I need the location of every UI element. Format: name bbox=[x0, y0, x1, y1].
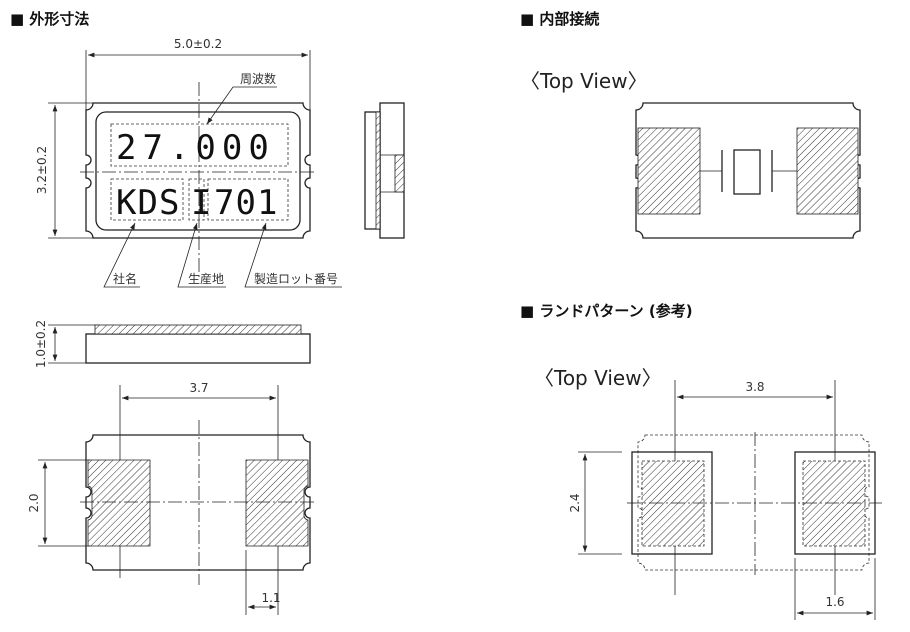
land-pitch-dim: 3.8 bbox=[745, 380, 764, 394]
marking-lot: 701 bbox=[214, 183, 278, 223]
package-outline bbox=[85, 102, 311, 239]
label-origin: 生産地 bbox=[188, 271, 224, 286]
frequency-box bbox=[110, 123, 289, 167]
section-title-land: ■ ランドパターン (参考) bbox=[520, 302, 693, 320]
land-view-label: 〈Top View〉 bbox=[534, 366, 662, 390]
package-bottom-view: 3.7 2.0 1.1 bbox=[27, 381, 316, 615]
terminal-right bbox=[796, 127, 859, 215]
pad-pitch-dim: 3.7 bbox=[189, 381, 208, 395]
section-title-internal: ■ 内部接続 bbox=[520, 10, 599, 28]
land-height-dim: 2.4 bbox=[568, 493, 582, 512]
section-title-outline: ■ 外形寸法 bbox=[10, 10, 89, 28]
lid-outline bbox=[95, 111, 301, 231]
lot-box bbox=[207, 178, 289, 221]
origin-box bbox=[188, 178, 205, 221]
crystal-symbol bbox=[700, 149, 797, 195]
package-side-view bbox=[364, 102, 405, 239]
label-frequency: 周波数 bbox=[240, 71, 276, 86]
marking-origin: I bbox=[191, 183, 211, 223]
internal-connection-diagram bbox=[635, 102, 861, 239]
pad-width-dim: 1.1 bbox=[261, 591, 280, 605]
package-front-view: 1.0±0.2 bbox=[34, 320, 311, 368]
land-pattern-diagram: 3.8 2.4 1.6 bbox=[568, 380, 882, 620]
marking-company: KDS bbox=[116, 183, 180, 223]
width-dim: 5.0±0.2 bbox=[174, 37, 222, 51]
company-box bbox=[110, 178, 184, 221]
thickness-dim: 1.0±0.2 bbox=[34, 320, 48, 368]
land-width-dim: 1.6 bbox=[825, 595, 844, 609]
height-dim: 3.2±0.2 bbox=[35, 146, 49, 194]
internal-view-label: 〈Top View〉 bbox=[520, 69, 648, 93]
label-lot: 製造ロット番号 bbox=[254, 272, 338, 286]
pad-left bbox=[87, 459, 151, 547]
marking-frequency: 27.000 bbox=[116, 128, 275, 168]
package-top-view: 5.0±0.2 3.2±0.2 27.000 KDS I 701 周波数 社名 … bbox=[35, 37, 342, 288]
terminal-left bbox=[637, 127, 701, 215]
label-company: 社名 bbox=[113, 271, 137, 286]
pad-right bbox=[245, 459, 309, 547]
pad-height-dim: 2.0 bbox=[27, 493, 41, 512]
